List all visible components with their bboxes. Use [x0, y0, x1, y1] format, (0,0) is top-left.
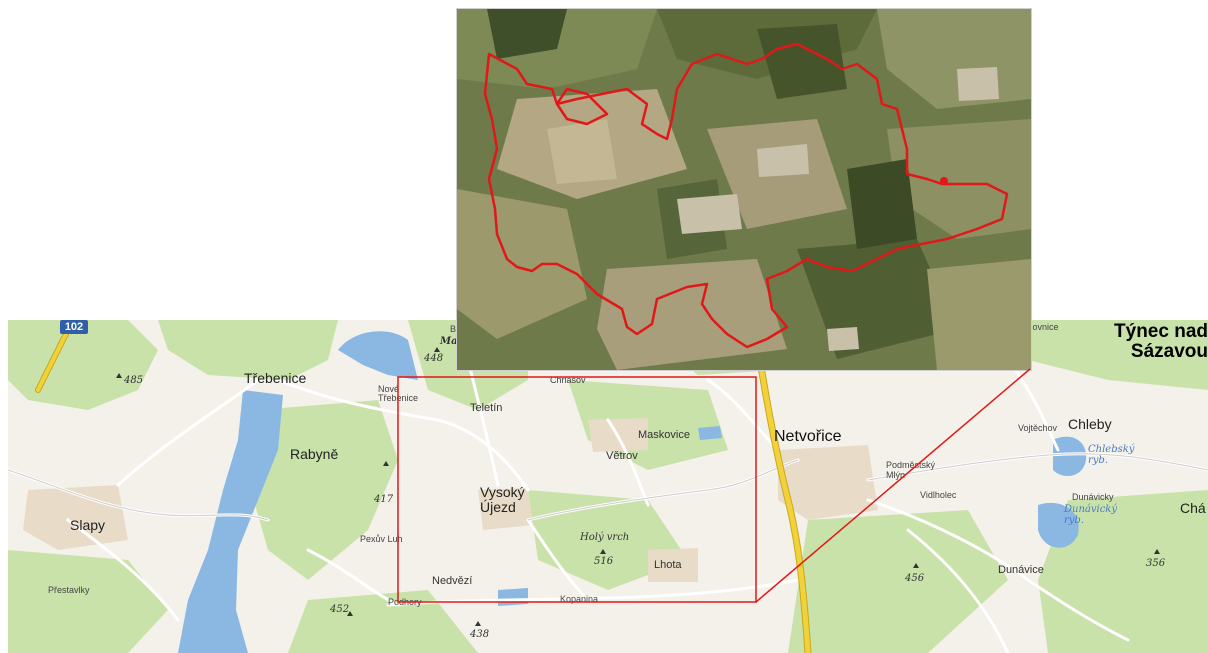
elevation-485: 485: [124, 375, 144, 386]
elevation-448: 448: [424, 353, 444, 364]
label-nedvezi: Nedvězí: [432, 575, 473, 587]
label-podmestsky-mlyn: Podměstský Mlýn: [886, 460, 936, 480]
label-podhory: Podhory: [388, 597, 422, 607]
road-shield-102: 102: [60, 320, 88, 334]
label-cha: Chá: [1180, 500, 1206, 516]
label-vetrov: Větrov: [606, 450, 638, 462]
label-kopanina: Kopanina: [560, 594, 599, 604]
label-prestavlky: Přestavlky: [48, 585, 90, 595]
aerial-inset[interactable]: [456, 8, 1032, 371]
label-ma: Ma: [440, 336, 458, 347]
cadastral-boundary: [483, 42, 1009, 349]
elevation-438: 438: [470, 629, 490, 640]
label-trebenice: Třebenice: [244, 370, 307, 386]
elevation-356: 356: [1146, 558, 1166, 569]
built-up-areas: [23, 418, 878, 582]
elevation-452: 452: [330, 604, 350, 615]
label-maskovice: Maskovice: [638, 429, 690, 441]
label-vidlholec: Vidlholec: [920, 490, 957, 500]
label-nove-trebenice: Nové Třebenice: [378, 384, 419, 403]
label-dunavicky-ryb: Dunávický ryb.: [1064, 504, 1118, 526]
aerial-fields: [457, 9, 1031, 370]
label-vojtechov: Vojtěchov: [1018, 423, 1058, 433]
label-teletin: Teletín: [470, 402, 503, 414]
elevation-456: 456: [905, 573, 925, 584]
label-b: B: [450, 324, 457, 334]
label-chrlasov: Chrlašov: [550, 375, 586, 385]
label-chleby: Chleby: [1068, 416, 1112, 432]
aerial-imagery: [457, 9, 1031, 370]
aerial-villages: [677, 67, 999, 351]
label-izovnice: izovnice: [1026, 322, 1059, 332]
label-pexuv-luh: Pexův Luh: [360, 534, 403, 544]
label-lhota: Lhota: [654, 559, 682, 571]
label-slapy: Slapy: [70, 517, 106, 533]
label-vysoky-ujezd: Vysoký Újezd: [480, 484, 525, 515]
label-dunavice: Dunávice: [998, 564, 1044, 576]
elevation-417: 417: [374, 494, 394, 505]
label-rabyne: Rabyně: [290, 446, 339, 462]
label-holy-vrch: Holý vrch: [580, 532, 630, 543]
label-netvorice: Netvořice: [774, 428, 842, 445]
label-chlebsky-ryb: Chlebský ryb.: [1088, 444, 1135, 466]
label-dunavicky: Dunávicky: [1072, 492, 1114, 502]
elevation-516: 516: [594, 556, 614, 567]
label-tynec-nad-sazavou: Týnec nad Sázavou: [1114, 321, 1208, 362]
